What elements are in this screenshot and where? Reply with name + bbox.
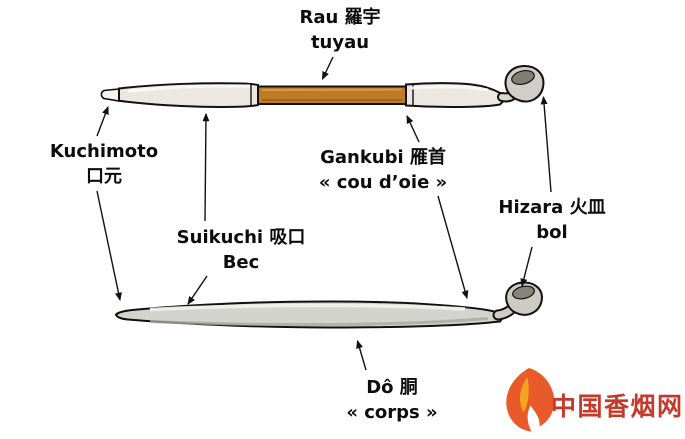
- pointer-arrows: [96, 56, 552, 371]
- arrow-kuchimoto-top: [96, 105, 109, 137]
- label-kuchimoto-line2: 口元: [85, 165, 122, 187]
- label-suikuchi: Suikuchi 吸口 Bec: [177, 226, 306, 276]
- arrow-suikuchi-bottom: [187, 275, 208, 305]
- watermark-flame-inner: [520, 377, 529, 413]
- arrow-gankubi-top: [406, 114, 420, 143]
- label-suikuchi-line2: Bec: [222, 251, 260, 273]
- arrow-hizara-bottom: [520, 246, 533, 288]
- label-gankubi-line2: « cou d’oie »: [318, 171, 448, 193]
- watermark-site-name: 中国香烟网: [551, 392, 684, 421]
- label-rau: Rau 羅宇 tuyau: [299, 6, 380, 56]
- label-hizara-line2: bol: [536, 221, 568, 243]
- label-gankubi: Gankubi 雁首 « cou d’oie »: [319, 146, 447, 196]
- bottom-pipe-highlight: [149, 303, 466, 312]
- label-do-line2: « corps »: [346, 401, 438, 423]
- label-hizara: Hizara 火皿 bol: [498, 196, 605, 246]
- label-rau-line1: Rau 羅宇: [299, 7, 381, 28]
- label-do-line1: Dô 胴: [366, 377, 418, 398]
- label-kuchimoto-line1: Kuchimoto: [49, 141, 159, 162]
- label-do: Dô 胴 « corps »: [346, 376, 437, 426]
- label-suikuchi-line1: Suikuchi 吸口: [176, 227, 306, 248]
- bottom-pipe: [114, 281, 543, 329]
- arrow-suikuchi-top: [202, 112, 210, 222]
- top-pipe-left-highlight: [127, 84, 251, 93]
- top-pipe-right-highlight: [411, 85, 489, 92]
- top-pipe-mouthpiece-tip: [100, 88, 120, 102]
- bamboo-highlight: [261, 88, 403, 91]
- arrow-rau: [321, 56, 334, 81]
- top-pipe-bowl-opening: [511, 70, 535, 85]
- top-pipe: [100, 64, 545, 108]
- arrow-hizara-top: [540, 95, 552, 193]
- watermark-flame-outer: [506, 368, 555, 432]
- label-hizara-line1: Hizara 火皿: [498, 197, 606, 218]
- bottom-pipe-shade: [149, 317, 489, 327]
- label-gankubi-line1: Gankubi 雁首: [320, 147, 446, 168]
- arrow-kuchimoto-bottom: [96, 190, 122, 302]
- watermark-logo: [506, 368, 555, 432]
- label-rau-line2: tuyau: [310, 31, 370, 53]
- arrow-do: [356, 339, 367, 371]
- arrow-gankubi-bottom: [437, 195, 469, 300]
- label-kuchimoto: Kuchimoto 口元: [50, 140, 158, 190]
